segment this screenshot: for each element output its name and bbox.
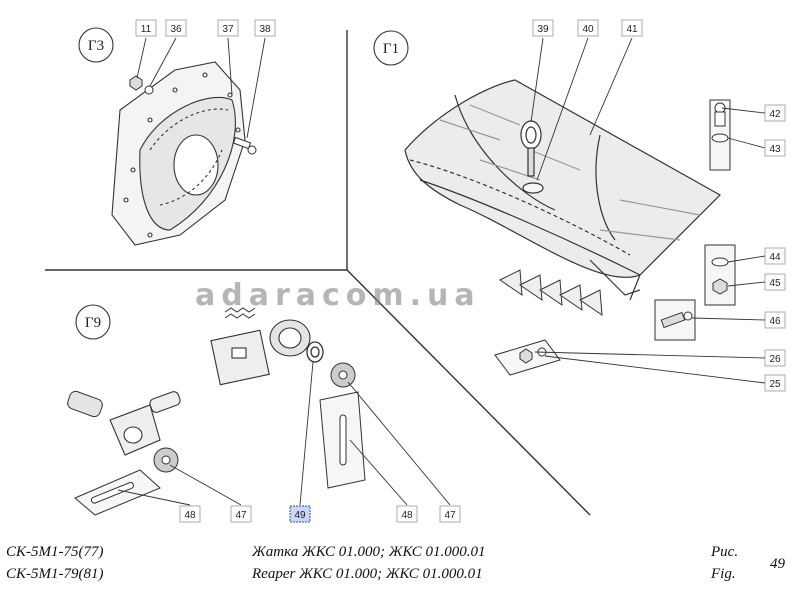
g9-sprocket-upper [330,362,356,388]
svg-text:47: 47 [235,510,247,521]
callout-45[interactable]: 45 [764,273,786,291]
model-line-2: СК-5М1-79(81) [6,566,104,582]
svg-text:40: 40 [582,24,594,35]
svg-text:44: 44 [769,252,781,263]
callout-48-right[interactable]: 48 [396,505,418,523]
g1-eye-bolt [520,120,544,194]
g3-bolt [232,136,257,155]
g3-nut-washer [129,75,154,95]
g9-bearing-housing [269,319,311,357]
callout-49[interactable]: 49 [289,505,311,523]
callout-47-right[interactable]: 47 [439,505,461,523]
watermark: adaracom.ua [195,278,481,313]
g9-spring-top [224,307,256,319]
g3-flange-plate [111,61,246,246]
title-ru: Жатка ЖКС 01.000; ЖКС 01.000.01 [252,544,486,560]
g1-divider-cover [404,79,721,301]
svg-text:42: 42 [769,109,781,120]
callout-26[interactable]: 26 [764,349,786,367]
g1-bottom-nut-washer [494,339,561,376]
g9-sprocket-lower [153,447,179,473]
svg-text:11: 11 [141,24,152,35]
svg-text:39: 39 [537,24,549,35]
title-en: Reaper ЖКС 01.000; ЖКС 01.000.01 [252,566,483,582]
callout-44[interactable]: 44 [764,247,786,265]
callout-11[interactable]: 11 [135,19,157,37]
callout-42[interactable]: 42 [764,104,786,122]
svg-text:37: 37 [222,24,234,35]
svg-text:41: 41 [626,24,638,35]
callout-43[interactable]: 43 [764,139,786,157]
svg-text:Г9: Г9 [85,315,101,331]
callout-46[interactable]: 46 [764,311,786,329]
svg-text:Г1: Г1 [383,41,399,57]
callout-37[interactable]: 37 [217,19,239,37]
leader-lines [117,37,766,506]
svg-text:48: 48 [184,510,196,521]
callout-41[interactable]: 41 [621,19,643,37]
callout-36[interactable]: 36 [165,19,187,37]
view-label-g1: Г1 [373,30,409,66]
g9-seal-ring [306,341,324,363]
g1-right-nut-washer [704,244,736,306]
g9-block-top [210,329,270,386]
svg-text:26: 26 [769,354,781,365]
svg-text:46: 46 [769,316,781,327]
svg-text:49: 49 [294,510,306,521]
fig-label-en: Fig. [711,566,736,582]
model-line-1: СК-5М1-75(77) [6,544,104,560]
callout-48-left[interactable]: 48 [179,505,201,523]
g9-pin-left [74,469,161,516]
callout-39[interactable]: 39 [532,19,554,37]
g9-spring-left [67,390,103,418]
g1-right-bolt [709,99,731,171]
g1-teeth-row [499,269,603,317]
svg-text:38: 38 [259,24,271,35]
svg-text:48: 48 [401,510,413,521]
view-label-g3: Г3 [78,27,114,63]
callout-40[interactable]: 40 [577,19,599,37]
fig-label-ru: Рис. [711,544,739,560]
svg-text:25: 25 [769,379,781,390]
callout-47-left[interactable]: 47 [230,505,252,523]
callout-38[interactable]: 38 [254,19,276,37]
g9-bracket-left [109,391,181,456]
view-label-g9: Г9 [75,304,111,340]
g1-side-bolt [654,299,696,341]
svg-text:36: 36 [170,24,182,35]
g9-pin-right [319,391,366,489]
fig-number: 49 [770,556,785,572]
callout-25[interactable]: 25 [764,374,786,392]
svg-text:45: 45 [769,278,781,289]
svg-text:43: 43 [769,144,781,155]
svg-text:Г3: Г3 [88,38,104,54]
section-dividers [45,30,591,516]
svg-text:47: 47 [444,510,456,521]
